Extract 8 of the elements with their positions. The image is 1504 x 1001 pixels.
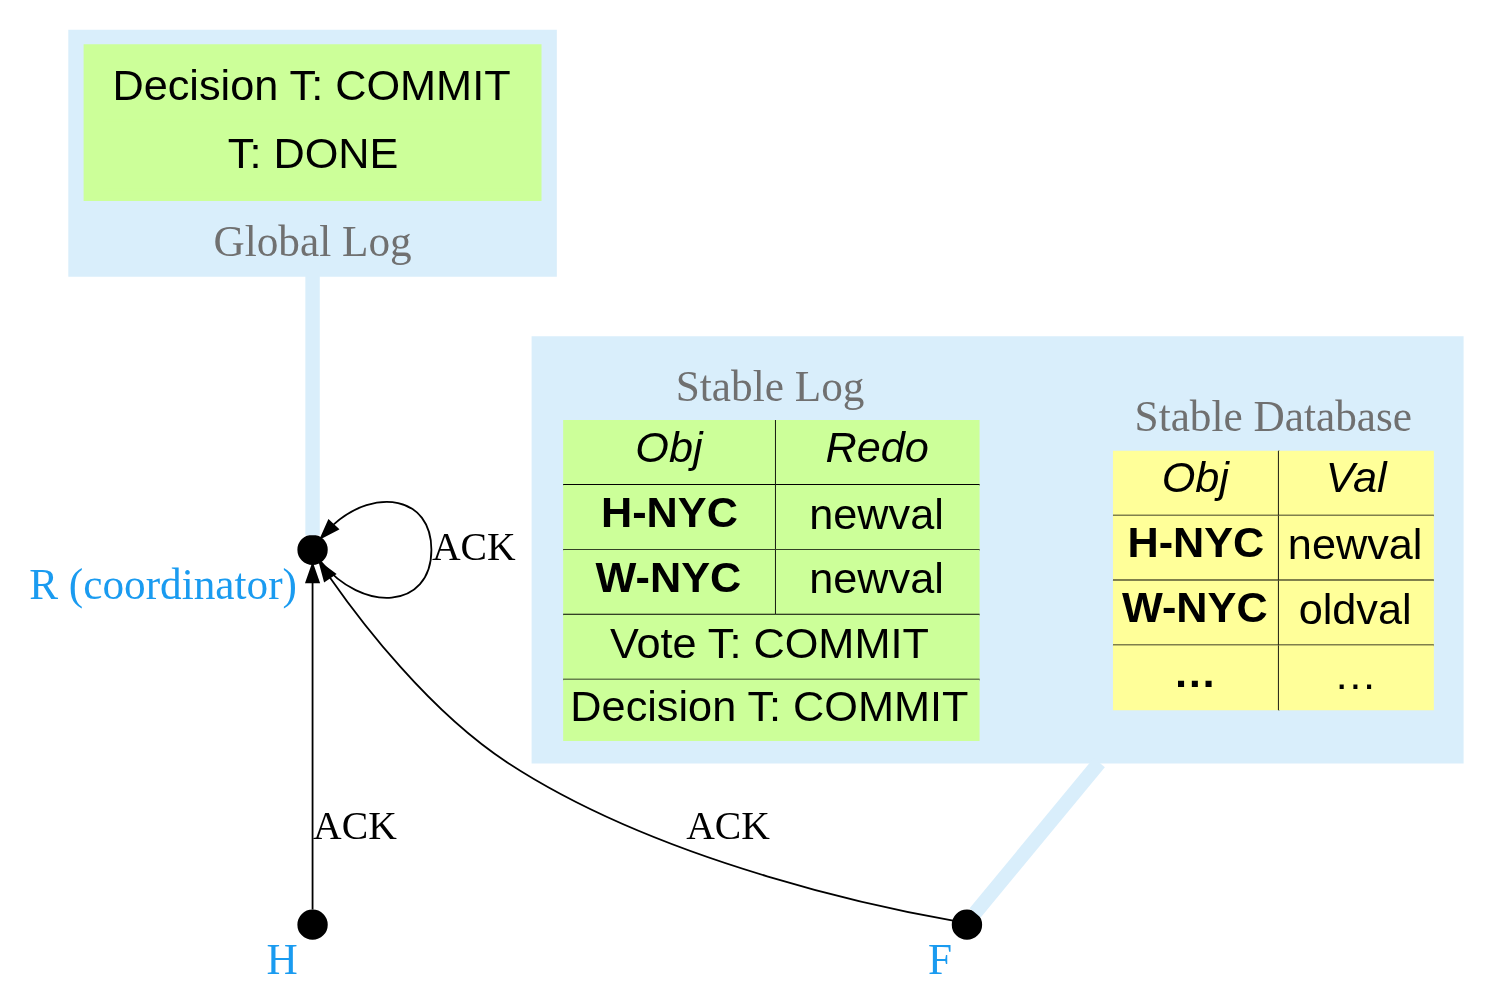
- node-label: R (coordinator): [28, 559, 297, 608]
- node-label: F: [927, 934, 952, 983]
- node-label: Stable Database: [1134, 391, 1412, 440]
- node-label: H: [265, 934, 298, 983]
- edge-label: ACK: [312, 803, 397, 848]
- edge-label: ACK: [431, 524, 516, 569]
- node-label: Stable Log: [675, 361, 864, 410]
- edge-label: ACK: [685, 803, 770, 848]
